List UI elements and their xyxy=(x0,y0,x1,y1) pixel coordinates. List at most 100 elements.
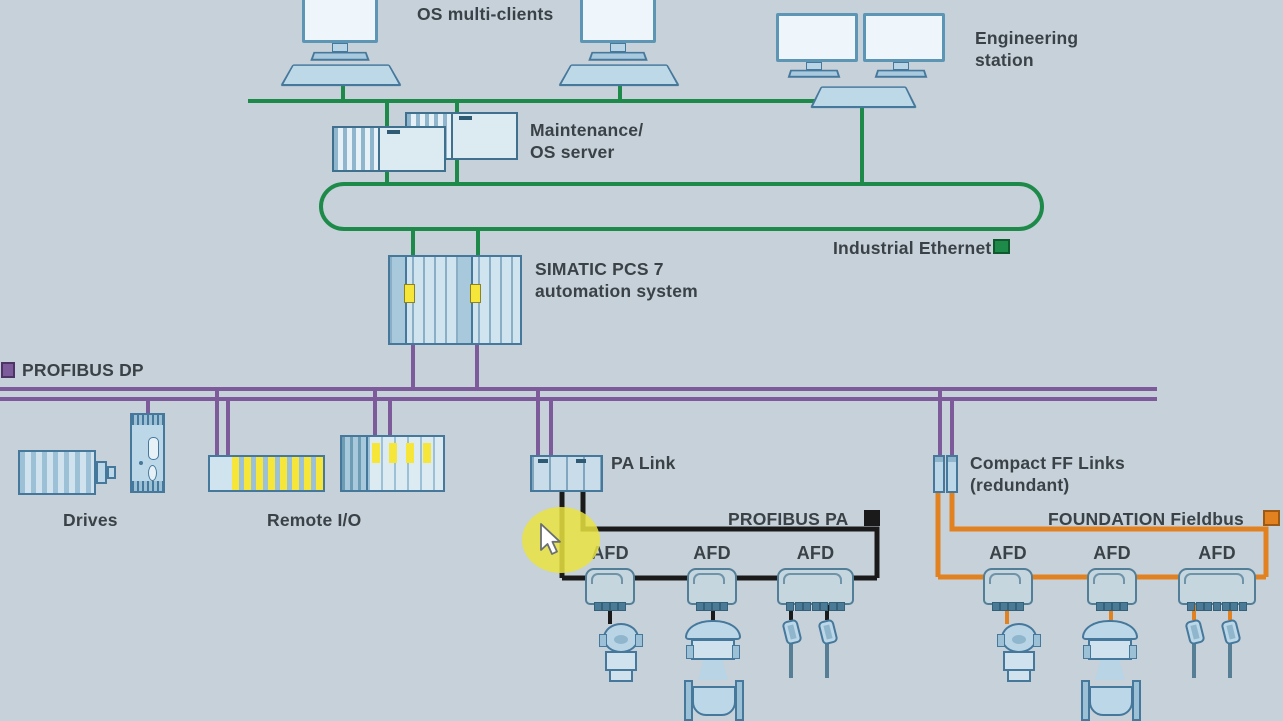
pa-link-vent xyxy=(538,459,548,463)
pa-link-vent xyxy=(576,459,586,463)
profibus-dp-legend-square xyxy=(1,362,15,378)
afd-lid xyxy=(1093,573,1125,584)
valve-actuator-dome xyxy=(1082,620,1138,640)
drive-unit xyxy=(130,413,165,493)
engineering-screen-2-base xyxy=(874,69,928,78)
compact-ff-links-label-line2: (redundant) xyxy=(970,475,1070,495)
field-device-cables xyxy=(789,644,1232,678)
afd-lid xyxy=(693,573,725,584)
drive-vent-bottom xyxy=(132,481,163,491)
io-modules-yellow xyxy=(232,457,323,490)
afd-connectors xyxy=(696,602,728,611)
os-client-1-neck xyxy=(332,43,348,52)
ff-link-module-1 xyxy=(933,455,945,493)
profibus-dp-lines xyxy=(0,343,1157,457)
os-client-2-neck xyxy=(610,43,626,52)
module-cap xyxy=(948,457,956,462)
os-client-2-base xyxy=(588,51,648,61)
os-client-1-base xyxy=(310,51,370,61)
engineering-keyboard xyxy=(809,86,918,109)
transmitter-process-connection xyxy=(1007,669,1031,682)
afd-connectors xyxy=(1096,602,1128,611)
control-valve xyxy=(684,620,744,721)
valve-flange-right xyxy=(1132,680,1141,721)
server-slats xyxy=(334,128,380,170)
valve-yoke xyxy=(1095,660,1125,680)
foundation-fieldbus-legend-square xyxy=(1263,510,1280,526)
drives-label: Drives xyxy=(63,510,118,530)
transmitter-display xyxy=(614,635,628,644)
profibus-pa-legend-square xyxy=(864,510,880,526)
drive-vent-top xyxy=(132,415,163,425)
automation-system-rack xyxy=(388,255,522,345)
io-head-module xyxy=(342,437,368,490)
industrial-ethernet-label: Industrial Ethernet xyxy=(833,238,992,258)
maintenance-server-label-line1: Maintenance/ xyxy=(530,120,644,140)
industrial-ethernet-ring xyxy=(319,182,1044,231)
valve-actuator-dome xyxy=(685,620,741,640)
mouse-cursor-icon xyxy=(540,523,561,555)
afd-label: AFD xyxy=(1093,543,1131,563)
os-client-2-keyboard xyxy=(558,64,680,87)
afd-box xyxy=(585,568,635,611)
rack-yellow-tag xyxy=(404,284,415,303)
afd-box-wide xyxy=(1178,568,1256,611)
compact-ff-links-label-line1: Compact FF Links xyxy=(970,453,1125,473)
remote-io-rack-2 xyxy=(340,435,445,492)
drive-display xyxy=(148,437,159,460)
ff-link-module-2 xyxy=(946,455,958,493)
industrial-ethernet-legend-square xyxy=(993,239,1010,254)
motor-shaft xyxy=(96,461,107,484)
foundation-fieldbus-label: FOUNDATION Fieldbus xyxy=(1048,509,1244,529)
motor-body xyxy=(18,450,96,495)
transmitter-base xyxy=(605,651,637,671)
transmitter-instrument xyxy=(598,621,646,683)
afd-connectors xyxy=(786,602,845,611)
engineering-station-label-line1: Engineering xyxy=(975,28,1079,48)
drive-knob xyxy=(148,465,157,481)
afd-lid xyxy=(1184,573,1244,584)
afd-label: AFD xyxy=(693,543,731,563)
maintenance-server-label-line2: OS server xyxy=(530,142,615,162)
automation-system-label-line1: SIMATIC PCS 7 xyxy=(535,259,664,279)
automation-system-label-line2: automation system xyxy=(535,281,698,301)
afd-connectors xyxy=(1187,602,1247,611)
module-cap xyxy=(935,457,943,462)
engineering-screen-2-neck xyxy=(893,62,909,70)
afd-label: AFD xyxy=(591,543,629,563)
motor-shaft-tip xyxy=(107,466,116,479)
valve-yoke xyxy=(698,660,728,680)
os-client-2-screen xyxy=(580,0,656,43)
afd-connectors xyxy=(992,602,1024,611)
transmitter-base xyxy=(1003,651,1035,671)
pa-link-rack xyxy=(530,455,603,492)
transmitter-instrument xyxy=(996,621,1044,683)
engineering-screen-1 xyxy=(776,13,858,62)
transmitter-process-connection xyxy=(609,669,633,682)
afd-label: AFD xyxy=(1198,543,1236,563)
afd-box-wide xyxy=(777,568,854,611)
rack-yellow-tag xyxy=(470,284,481,303)
afd-lid xyxy=(783,573,842,584)
valve-flange-right xyxy=(735,680,744,721)
os-client-1-screen xyxy=(302,0,378,43)
drive-led xyxy=(139,461,143,465)
valve-body xyxy=(1089,686,1133,716)
afd-lid xyxy=(989,573,1021,584)
engineering-screen-2 xyxy=(863,13,945,62)
engineering-screen-1-base xyxy=(787,69,841,78)
afd-label: AFD xyxy=(989,543,1027,563)
control-valve xyxy=(1081,620,1141,721)
afd-box xyxy=(687,568,737,611)
valve-actuator-body xyxy=(686,639,740,660)
remote-io-label: Remote I/O xyxy=(267,510,362,530)
os-client-1-keyboard xyxy=(280,64,402,87)
profibus-pa-label: PROFIBUS PA xyxy=(728,509,849,529)
engineering-screen-1-neck xyxy=(806,62,822,70)
os-multi-clients-label: OS multi-clients xyxy=(417,4,554,24)
afd-connectors xyxy=(594,602,626,611)
cursor-highlight-circle xyxy=(522,507,600,573)
profibus-dp-label: PROFIBUS DP xyxy=(22,360,144,380)
